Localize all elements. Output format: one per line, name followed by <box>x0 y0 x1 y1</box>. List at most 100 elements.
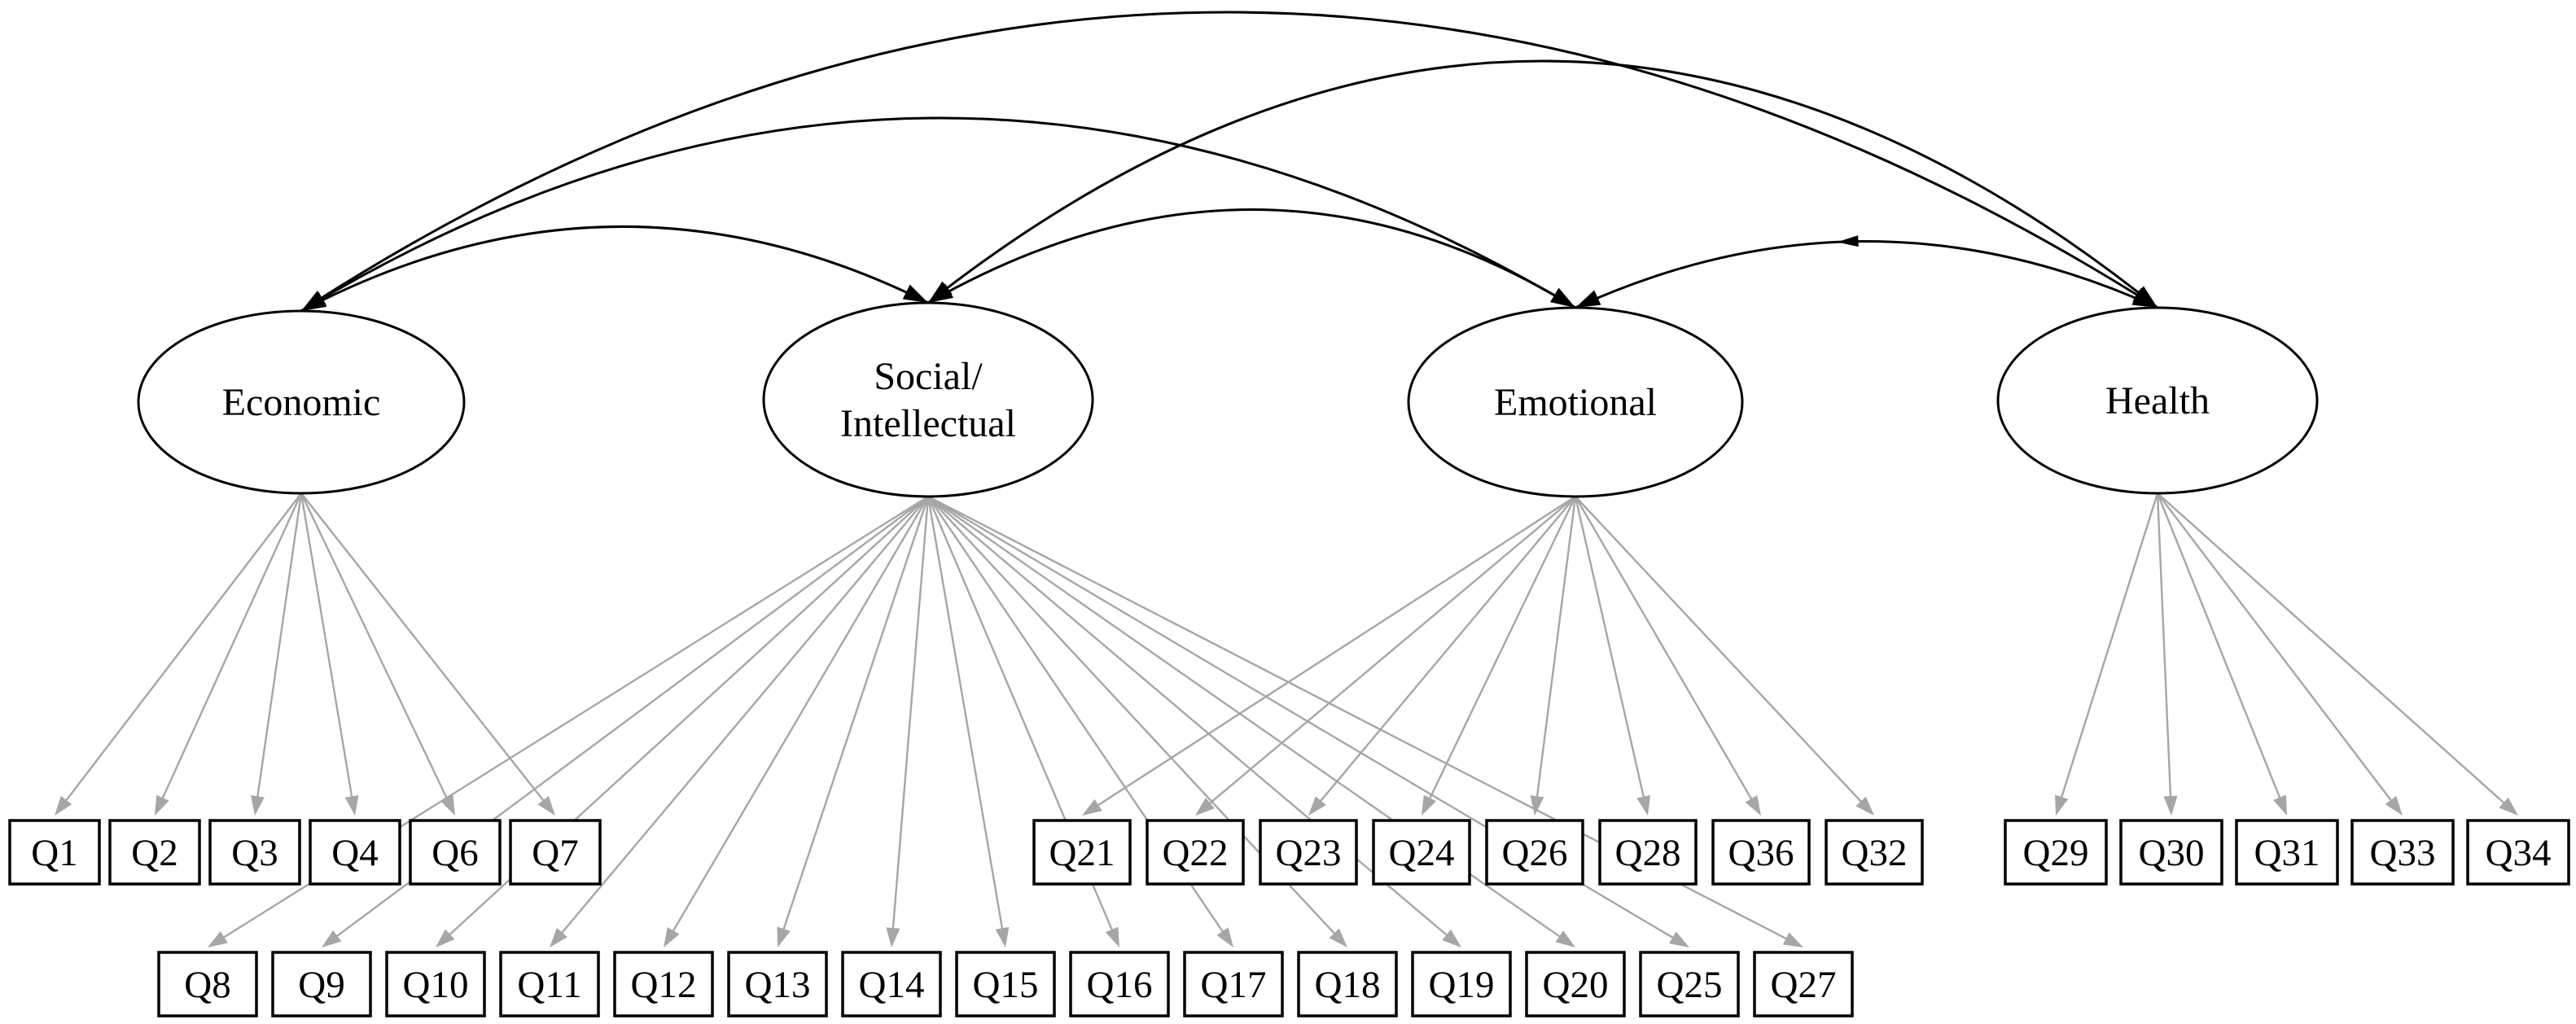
loading-arrowhead-q15 <box>995 926 1010 947</box>
loading-arrow-economic-q3 <box>256 492 303 803</box>
loading-arrowhead-q33 <box>2385 795 2403 816</box>
indicator-box-q36 <box>1711 819 1811 886</box>
indicator-label-q32: Q32 <box>1842 832 1908 874</box>
indicator-box-q31 <box>2235 819 2339 886</box>
loading-arrow-economic-q2 <box>159 492 303 804</box>
indicator-label-q11: Q11 <box>517 964 581 1006</box>
indicator-label-q9: Q9 <box>298 964 344 1006</box>
loading-arrow-health-q33 <box>2157 492 2396 806</box>
indicator-label-q28: Q28 <box>1615 832 1681 874</box>
indicator-box-q22 <box>1146 819 1245 886</box>
indicator-box-q7 <box>509 819 602 886</box>
indicator-label-q3: Q3 <box>231 832 278 874</box>
indicator-box-q34 <box>2466 819 2570 886</box>
indicator-box-q8 <box>157 951 258 1017</box>
indicator-box-q4 <box>309 819 401 886</box>
loading-arrow-emotional-q21 <box>1092 495 1576 810</box>
loading-arrowhead-q29 <box>2055 794 2069 816</box>
indicator-box-q14 <box>841 951 942 1017</box>
loading-arrowhead-q21 <box>1082 799 1102 816</box>
indicator-box-q6 <box>409 819 502 886</box>
loading-arrow-social_intellectual-q15 <box>927 496 1005 935</box>
loading-arrow-emotional-q26 <box>1535 496 1577 803</box>
indicator-label-q24: Q24 <box>1389 832 1455 874</box>
loading-arrow-health-q34 <box>2157 492 2509 808</box>
loading-arrow-social_intellectual-q13 <box>780 496 930 936</box>
loading-arrowhead-q2 <box>155 794 169 816</box>
loading-arrow-health-q29 <box>2058 492 2159 804</box>
indicator-box-q16 <box>1069 951 1170 1017</box>
loading-arrowhead-q4 <box>344 794 359 816</box>
covariance-arc-emotional-health <box>1575 240 2158 309</box>
indicator-label-q27: Q27 <box>1771 964 1837 1006</box>
loading-arrowhead-q22 <box>1195 798 1215 816</box>
loading-arrowhead-q16 <box>1105 926 1119 947</box>
indicator-box-q21 <box>1032 819 1132 886</box>
indicator-label-q22: Q22 <box>1163 832 1229 874</box>
indicator-box-q11 <box>499 951 600 1017</box>
indicator-label-q16: Q16 <box>1087 964 1153 1006</box>
factor-label-social_intellectual-line1: Social/ <box>874 355 983 398</box>
covariance-arrowhead-economic <box>301 291 326 311</box>
indicator-label-q33: Q33 <box>2370 832 2436 874</box>
indicator-label-q34: Q34 <box>2486 832 2552 874</box>
factor-label-health: Health <box>2105 379 2210 422</box>
loading-arrow-emotional-q36 <box>1574 496 1755 805</box>
loading-arrow-economic-q1 <box>61 492 302 807</box>
loading-arrowhead-q12 <box>664 926 680 947</box>
covariance-arc-economic-health <box>300 11 2158 313</box>
loading-arrow-emotional-q23 <box>1316 496 1576 807</box>
loading-arrow-emotional-q28 <box>1574 496 1646 803</box>
loading-arrow-emotional-q32 <box>1575 496 1866 807</box>
indicator-box-q24 <box>1372 819 1471 886</box>
indicator-box-q1 <box>8 819 101 886</box>
covariance-arrowhead-health <box>2131 290 2158 308</box>
loading-arrowhead-q24 <box>1422 794 1437 816</box>
factor-label-emotional: Emotional <box>1494 381 1657 424</box>
indicator-label-q20: Q20 <box>1543 964 1609 1006</box>
indicator-box-q20 <box>1525 951 1626 1017</box>
loading-arrowhead-q3 <box>251 795 265 816</box>
indicator-label-q2: Q2 <box>131 832 177 874</box>
indicator-label-q26: Q26 <box>1502 832 1568 874</box>
indicator-box-q32 <box>1825 819 1924 886</box>
indicator-label-q13: Q13 <box>745 964 811 1006</box>
covariance-arrowhead-emotional <box>1575 290 1601 308</box>
loading-arrow-economic-q7 <box>300 492 549 807</box>
loading-arrowhead-q14 <box>886 927 900 947</box>
indicator-box-q28 <box>1598 819 1698 886</box>
factor-label-economic: Economic <box>222 381 381 424</box>
indicator-box-q3 <box>208 819 301 886</box>
indicator-label-q12: Q12 <box>631 964 697 1006</box>
indicator-box-q26 <box>1485 819 1584 886</box>
indicator-label-q36: Q36 <box>1728 832 1794 874</box>
indicator-label-q7: Q7 <box>532 832 578 874</box>
covariance-arrowhead-social_intellectual <box>902 284 928 303</box>
loading-arrowhead-q17 <box>1216 927 1233 947</box>
loading-arrowhead-q13 <box>777 926 791 947</box>
loading-arrow-emotional-q22 <box>1204 496 1576 808</box>
loading-arrow-economic-q4 <box>300 492 354 803</box>
covariance-mid-tick-emotional-health <box>1837 235 1859 247</box>
loading-arrowhead-q28 <box>1636 794 1650 816</box>
covariance-arrowhead-emotional <box>1550 287 1575 308</box>
indicator-label-q25: Q25 <box>1657 964 1723 1006</box>
loading-arrow-social_intellectual-q11 <box>557 496 929 939</box>
indicator-box-q18 <box>1297 951 1398 1017</box>
indicator-label-q14: Q14 <box>859 964 925 1006</box>
loading-arrowhead-q19 <box>1442 930 1461 947</box>
indicator-box-q12 <box>613 951 714 1017</box>
factor-ellipse-social_intellectual <box>762 301 1094 498</box>
loading-arrow-emotional-q24 <box>1426 496 1577 805</box>
indicator-label-q18: Q18 <box>1315 964 1381 1006</box>
loading-arrowhead-q11 <box>550 928 567 947</box>
covariance-arc-social_intellectual-emotional <box>927 208 1576 309</box>
indicator-label-q19: Q19 <box>1429 964 1495 1006</box>
indicator-box-q2 <box>108 819 201 886</box>
indicator-box-q25 <box>1639 951 1740 1017</box>
indicator-box-q9 <box>271 951 372 1017</box>
indicator-box-q13 <box>727 951 828 1017</box>
indicator-label-q17: Q17 <box>1201 964 1267 1006</box>
covariance-arc-economic-social_intellectual <box>300 225 929 313</box>
